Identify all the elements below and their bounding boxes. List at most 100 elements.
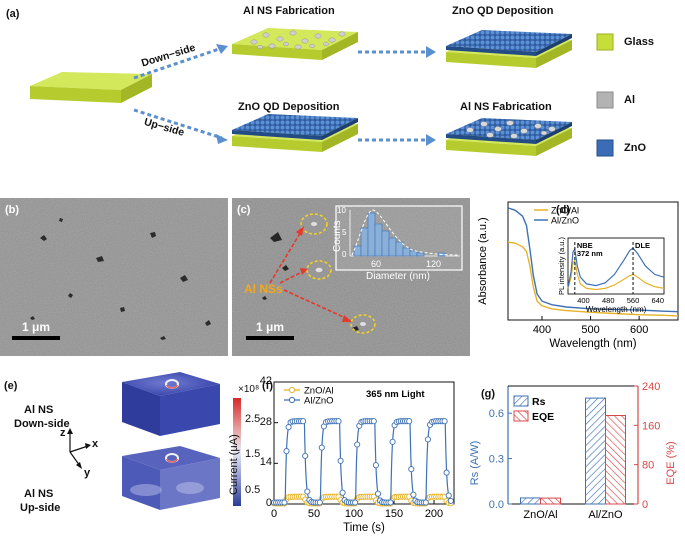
- x-tick-label: 600: [630, 324, 648, 336]
- step-bot-1-label: ZnO QD Deposition: [238, 101, 340, 113]
- series-line-al-zno: [274, 420, 452, 504]
- left-tick-label: 0.3: [489, 454, 504, 466]
- series-line-zno-al: [507, 241, 679, 317]
- data-point: [318, 444, 325, 451]
- glass-al-zno-stack: [446, 30, 572, 68]
- y-tick-label: 0: [265, 497, 272, 509]
- sim-top-label-1: Al NS: [24, 404, 54, 416]
- data-point: [389, 438, 396, 445]
- legend-swatch-glass: [596, 33, 614, 51]
- data-point: [445, 492, 452, 499]
- axis-triad: [69, 432, 89, 467]
- right-tick-label: 160: [642, 420, 660, 432]
- data-point: [283, 448, 290, 455]
- panel-e-label: (e): [4, 380, 18, 392]
- sim-top-label-2: Down-side: [14, 418, 70, 430]
- axis-z-label: z: [60, 427, 66, 439]
- data-point: [447, 497, 454, 504]
- y-tick-label: 42: [259, 375, 272, 387]
- legend-label-glass: Glass: [624, 36, 654, 48]
- plot-frame-d: [507, 201, 679, 321]
- legend-label: ZnO/Al: [551, 206, 579, 216]
- dle-label: DLE: [635, 241, 650, 250]
- data-point: [304, 488, 311, 495]
- panel-d-label: (d): [556, 204, 571, 216]
- zno-with-al-ns: [446, 118, 572, 156]
- left-axis-label: Rs (A/W): [469, 441, 481, 486]
- legend-swatch: [513, 410, 529, 422]
- legend-label-al: Al: [624, 94, 635, 106]
- legend-label: EQE: [532, 411, 554, 423]
- inset-y-label: PL intensity (a.u.): [557, 236, 566, 295]
- plot-frame-f: [273, 381, 455, 505]
- panel-f-label: (f): [262, 380, 273, 392]
- glass-with-al-ns: [232, 28, 358, 60]
- nbe-label: NBE: [577, 241, 593, 250]
- series-line-al-zno: [507, 207, 679, 313]
- inset-x-tick: 400: [577, 296, 590, 305]
- bare-glass-substrate: [30, 72, 152, 103]
- colorbar-tick-0-5: 0.5: [245, 484, 261, 496]
- left-tick-label: 0.6: [489, 408, 504, 420]
- legend-label: Al/ZnO: [551, 216, 579, 226]
- data-point: [302, 452, 309, 459]
- scale-text-b: 1 μm: [21, 320, 51, 334]
- sim-bot-label-2: Up-side: [20, 502, 61, 514]
- scale-text-c: 1 μm: [255, 320, 285, 334]
- y-axis-label: Current (μA): [228, 434, 240, 495]
- data-point: [339, 489, 346, 496]
- diameter-histogram-inset: [335, 205, 463, 271]
- inset-series-line: [567, 247, 665, 288]
- legend-label-zno: ZnO: [624, 142, 646, 154]
- inset-ytick-10: 10: [337, 206, 346, 215]
- panel-g-label: (g): [481, 388, 496, 400]
- y-tick-label: 14: [259, 456, 272, 469]
- inset-ytick-5: 5: [342, 228, 347, 237]
- x-tick-label: 0: [271, 508, 277, 520]
- y-tick-label: 28: [259, 415, 272, 428]
- legend-marker: [288, 396, 296, 404]
- process-schematic: [30, 28, 614, 157]
- category-label: ZnO/Al: [523, 509, 557, 521]
- x-axis-label: Wavelength (nm): [549, 338, 636, 350]
- inset-x-tick: 640: [652, 296, 665, 305]
- block-down-side: [122, 372, 220, 436]
- block-up-side: [122, 446, 220, 510]
- legend-swatch: [513, 395, 529, 407]
- panel-c-label: (c): [237, 204, 251, 216]
- inset-x-tick: 480: [602, 296, 615, 305]
- bar-rs: [585, 397, 606, 505]
- inset-xtick-60: 60: [371, 259, 382, 269]
- data-point: [337, 457, 344, 464]
- x-tick-label: 100: [345, 508, 363, 520]
- legend-label: ZnO/Al: [304, 386, 334, 397]
- data-point: [408, 466, 415, 473]
- axis-y-label: y: [84, 467, 91, 479]
- data-point: [441, 418, 448, 425]
- data-point: [300, 418, 307, 425]
- data-point: [316, 499, 323, 506]
- x-tick-label: 50: [308, 508, 320, 520]
- inset-x-label: Wavelength (nm): [586, 305, 647, 314]
- bar-eqe: [605, 415, 626, 505]
- axis-x-label: x: [92, 438, 99, 450]
- x-tick-label: 200: [425, 508, 443, 520]
- colorbar-exponent: ×10⁸: [238, 384, 260, 395]
- right-axis-label: EQE (%): [665, 441, 677, 484]
- legend-swatch-al: [596, 91, 614, 109]
- sem-image-b: (b) 1 μm: [0, 198, 228, 356]
- inset-xtick-120: 120: [426, 259, 442, 269]
- data-point: [335, 418, 342, 425]
- x-axis-label: Time (s): [343, 522, 385, 534]
- data-point: [443, 469, 450, 476]
- al-ns-annotation: Al NSs: [244, 282, 283, 296]
- legend-marker: [288, 386, 296, 394]
- right-tick-label: 240: [642, 381, 660, 393]
- data-point: [370, 418, 377, 425]
- right-tick-label: 0: [642, 499, 648, 511]
- inset-ytick-0: 0: [342, 250, 347, 259]
- inset-series-line: [567, 258, 665, 291]
